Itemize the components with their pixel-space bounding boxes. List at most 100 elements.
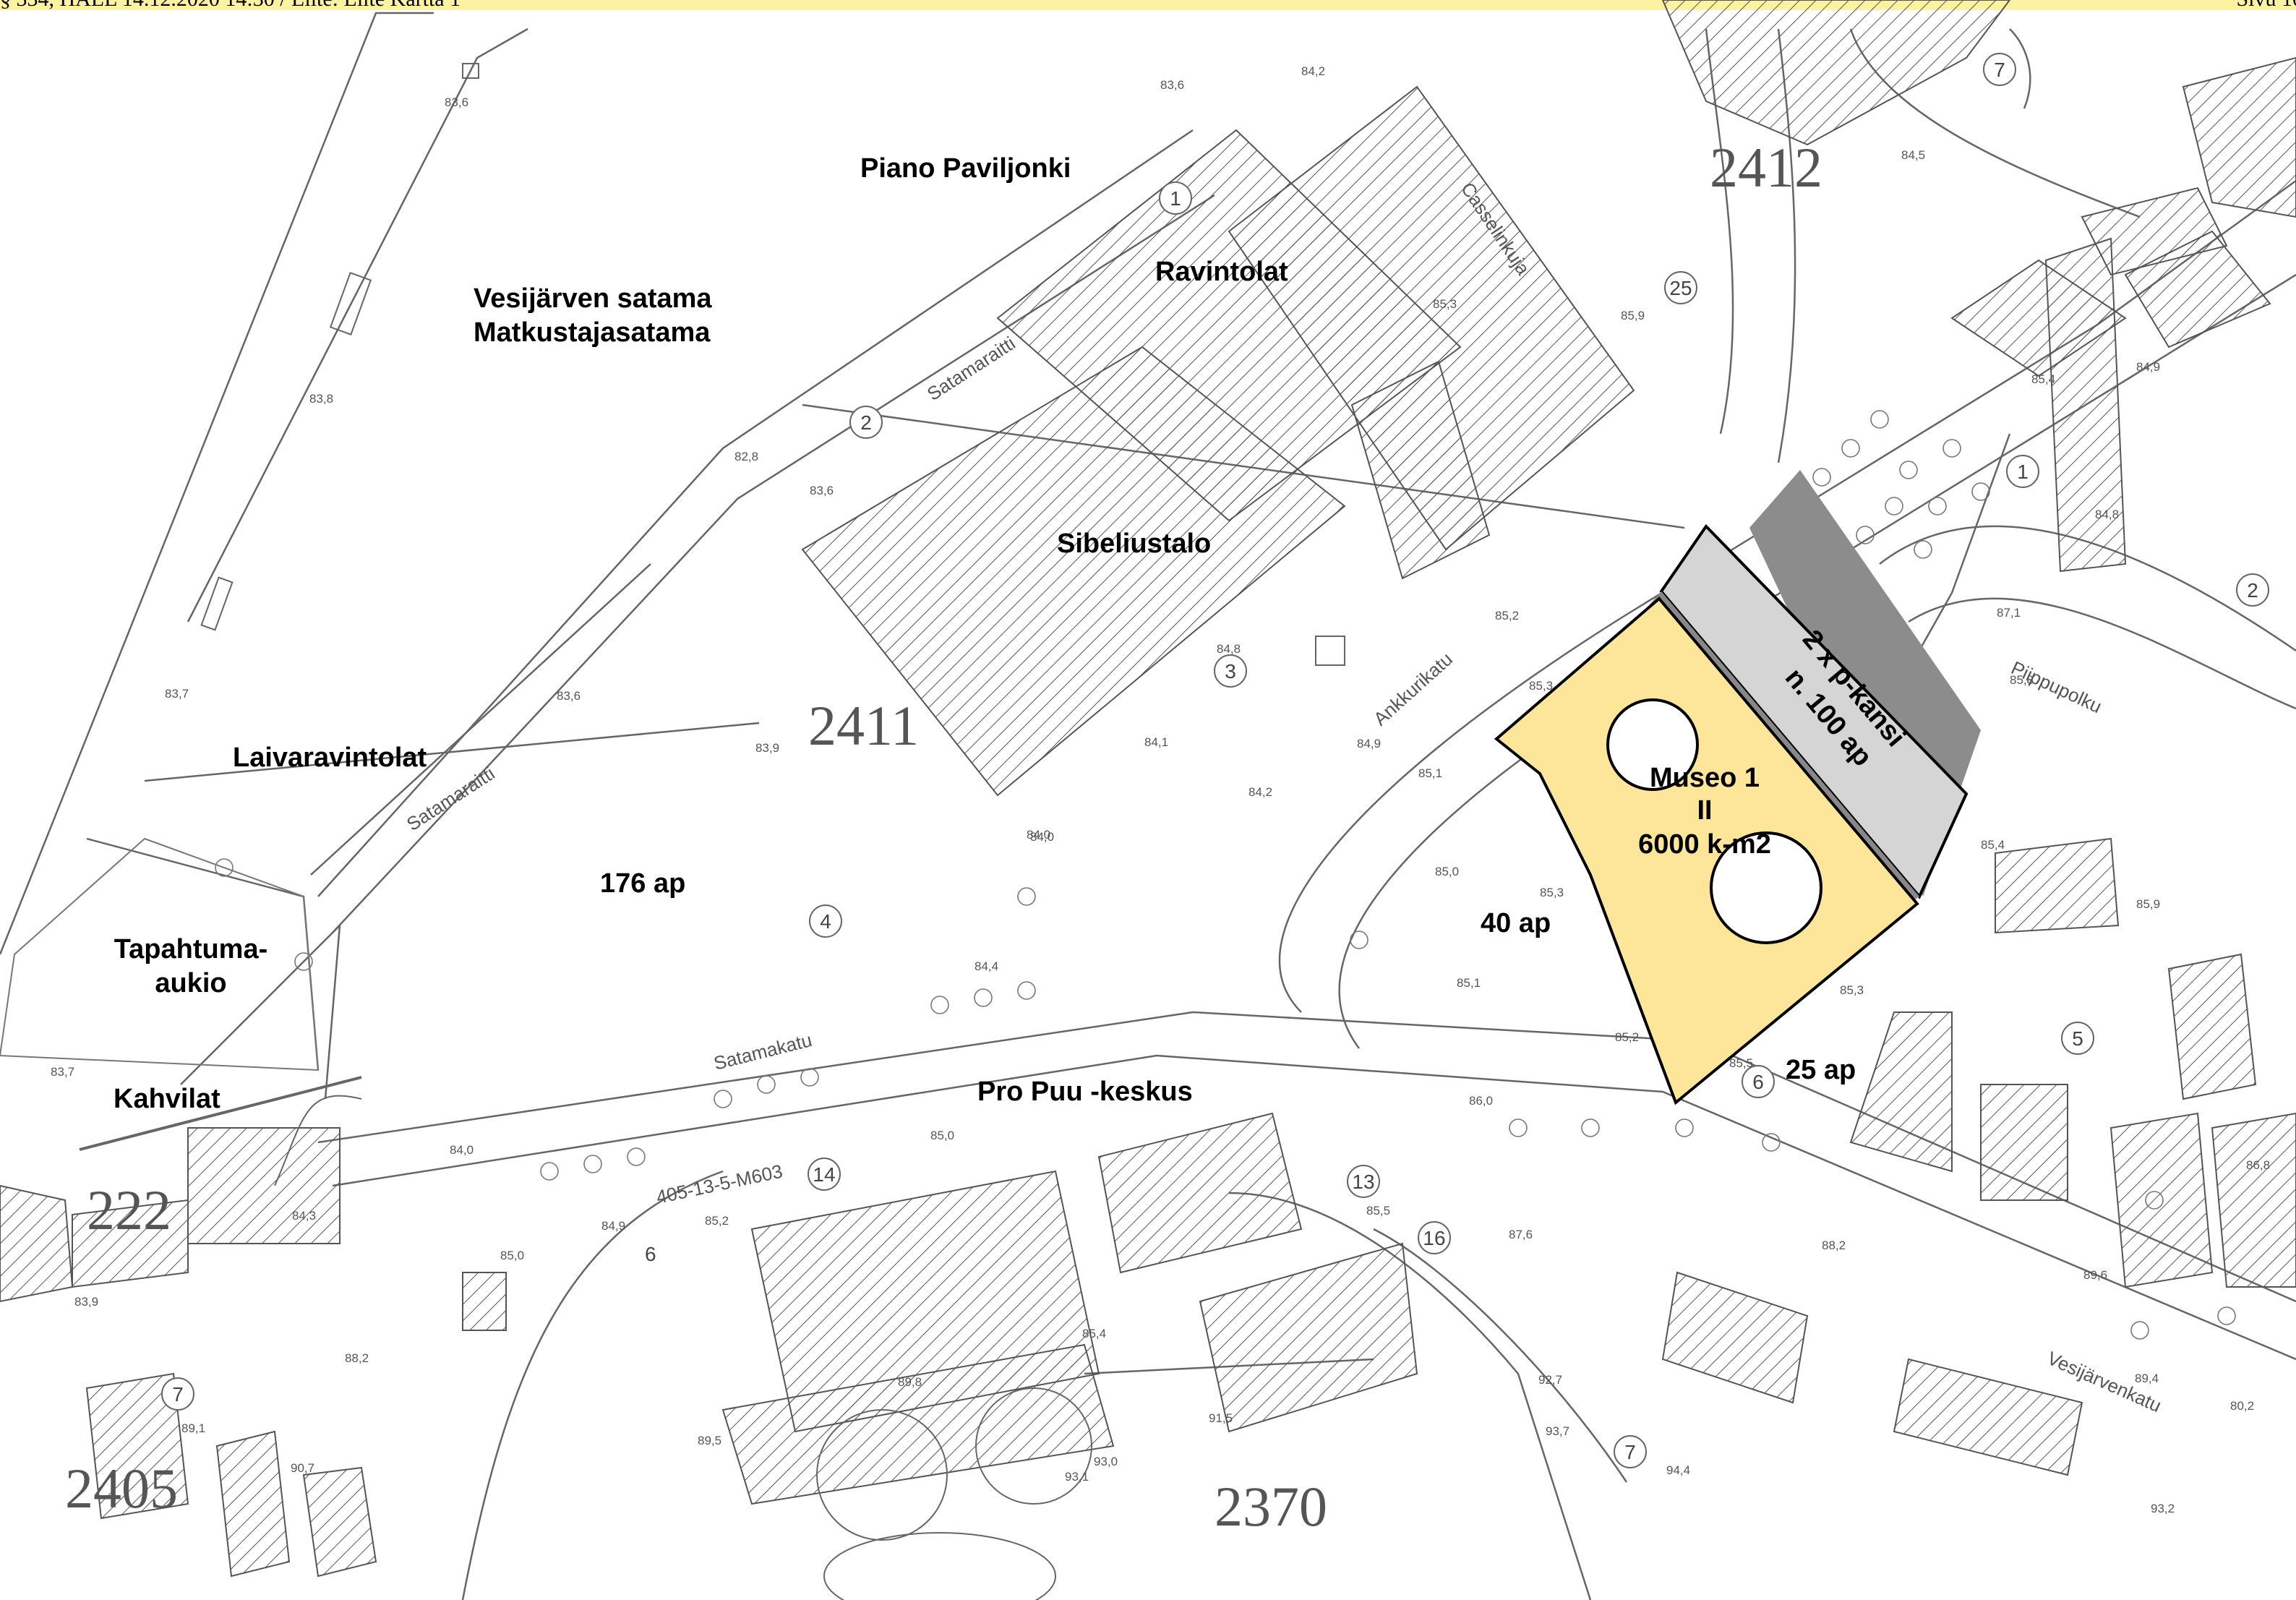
house-number-6-west: 6 [645, 1243, 656, 1265]
block-number-2412: 2412 [1710, 136, 1822, 199]
elevation-value: 89,5 [698, 1434, 721, 1447]
elevation-value: 83,6 [557, 689, 581, 703]
elevation-value: 91,5 [1209, 1411, 1233, 1425]
elevation-value: 89,6 [2083, 1268, 2107, 1282]
elevation-value: 88,2 [1822, 1238, 1846, 1252]
street-piippupolku: Piippupolku [2008, 656, 2105, 717]
label-laivaravintolat: Laivaravintolat [233, 743, 427, 773]
block-number-222: 222 [87, 1178, 171, 1241]
label-kahvilat: Kahvilat [113, 1084, 220, 1114]
elevation-value: 85,1 [1457, 976, 1481, 990]
label-ravintolat: Ravintolat [1155, 257, 1288, 287]
elevation-value: 90,7 [291, 1461, 314, 1475]
label-aukio: aukio [155, 968, 226, 998]
elevation-value: 85,2 [1615, 1030, 1639, 1044]
elevation-value: 82,8 [734, 450, 758, 463]
elevation-value: 83,6 [1160, 78, 1184, 92]
street-ankkurikatu: Ankkurikatu [1369, 648, 1457, 730]
elevation-value: 85,1 [1418, 766, 1442, 780]
elevation-value: 83,6 [810, 484, 834, 497]
elevation-value: 85,4 [1981, 838, 2005, 852]
museum-circle-top [1606, 698, 1699, 791]
elevation-value: 94,4 [1666, 1463, 1690, 1477]
house-number-14: 14 [813, 1163, 835, 1186]
elevation-value: 84,8 [2095, 508, 2119, 521]
label-25-ap: 25 ap [1786, 1055, 1856, 1085]
map-details [79, 63, 1345, 1186]
house-number-7-south: 7 [1624, 1441, 1636, 1463]
elevation-value: 84,8 [1217, 642, 1241, 656]
elevation-value: 84,5 [1901, 148, 1925, 162]
tapahtuma-aukio-area [0, 837, 320, 1071]
label-176-ap: 176 ap [600, 868, 685, 899]
label-vesijarven-satama: Vesijärven satama [474, 283, 712, 314]
house-number-6-east: 6 [1752, 1071, 1764, 1093]
house-number-1: 1 [1170, 187, 1181, 210]
elevation-value: 84,1 [1144, 735, 1168, 749]
elevation-value: 86,8 [2246, 1158, 2270, 1172]
museum-plot-area [1494, 596, 1919, 1105]
elevation-value: 87,6 [1509, 1228, 1533, 1241]
elevation-value: 85,5 [1729, 1056, 1753, 1070]
elevation-value: 85,4 [2031, 372, 2055, 386]
elevation-value: 83,7 [51, 1065, 74, 1079]
house-number-7-west: 7 [172, 1383, 184, 1406]
plot-code: 405-13-5-M603 [654, 1160, 784, 1208]
label-pro-puu-keskus: Pro Puu -keskus [977, 1077, 1193, 1107]
elevation-value: 93,1 [1065, 1470, 1089, 1484]
elevation-value: 89,1 [181, 1421, 205, 1435]
house-number-13: 13 [1352, 1171, 1374, 1193]
elevation-value: 93,0 [1094, 1455, 1118, 1468]
elevation-value: 92,7 [1538, 1373, 1562, 1387]
elevation-value: 85,0 [930, 1129, 954, 1142]
elevation-value: 85,2 [1495, 609, 1519, 623]
street-satamaraitti-south: Satamaraitti [403, 762, 499, 835]
label-40-ap: 40 ap [1481, 908, 1551, 938]
elevation-value: 93,7 [1546, 1424, 1569, 1438]
elevation-value: 85,2 [705, 1214, 729, 1228]
elevation-value: 85,9 [1621, 309, 1645, 322]
elevation-value: 85,3 [1540, 886, 1564, 899]
house-number-1-east: 1 [2017, 461, 2029, 483]
header-left-text: § 334, HALL 14.12.2020 14:30 / Liite: Li… [0, 0, 461, 10]
house-number-3: 3 [1225, 660, 1236, 683]
house-number-7-north: 7 [1994, 59, 2005, 81]
elevation-value: 85,3 [1433, 297, 1457, 311]
house-number-5: 5 [2072, 1027, 2083, 1050]
header-page-number: Sivu 10 [2236, 0, 2296, 10]
label-tapahtuma: Tapahtuma- [114, 934, 268, 964]
elevation-value: 85,9 [2136, 897, 2160, 911]
elevation-value: 85,4 [1082, 1327, 1106, 1340]
elevation-value: 89,4 [2135, 1372, 2159, 1385]
house-number-2-east: 2 [2247, 579, 2258, 602]
label-museo-floors: II [1697, 795, 1712, 826]
elevation-value: 83,7 [165, 687, 189, 701]
label-piano-paviljonki: Piano Paviljonki [860, 153, 1071, 184]
elevation-value: 84,3 [292, 1209, 316, 1223]
block-number-2370: 2370 [1215, 1475, 1327, 1538]
label-matkustajasatama: Matkustajasatama [474, 317, 711, 348]
label-sibeliustalo: Sibeliustalo [1057, 529, 1211, 559]
elevation-value: 84,0 [1027, 828, 1050, 842]
house-number-2: 2 [860, 411, 872, 434]
elevation-value: 84,0 [1030, 830, 1054, 844]
house-number-16: 16 [1423, 1227, 1445, 1249]
block-number-2405: 2405 [65, 1457, 178, 1520]
elevation-value: 93,2 [2151, 1502, 2175, 1515]
elevation-value: 85,0 [1435, 865, 1459, 878]
elevation-value: 84,9 [1357, 737, 1381, 750]
elevation-value: 89,8 [898, 1375, 922, 1389]
label-museo-1: Museo 1 [1650, 763, 1760, 793]
elevation-value: 84,2 [1248, 785, 1272, 799]
house-number-4: 4 [820, 910, 831, 933]
elevation-value: 84,9 [601, 1219, 625, 1233]
elevation-value: 85,3 [1529, 679, 1553, 693]
elevation-value: 88,2 [345, 1351, 369, 1365]
elevation-value: 83,6 [445, 95, 468, 109]
label-museo-area: 6000 k-m2 [1638, 829, 1771, 860]
elevation-value: 85,8 [2010, 673, 2034, 687]
elevation-value: 83,9 [755, 741, 779, 755]
elevation-value: 84,0 [450, 1143, 474, 1157]
